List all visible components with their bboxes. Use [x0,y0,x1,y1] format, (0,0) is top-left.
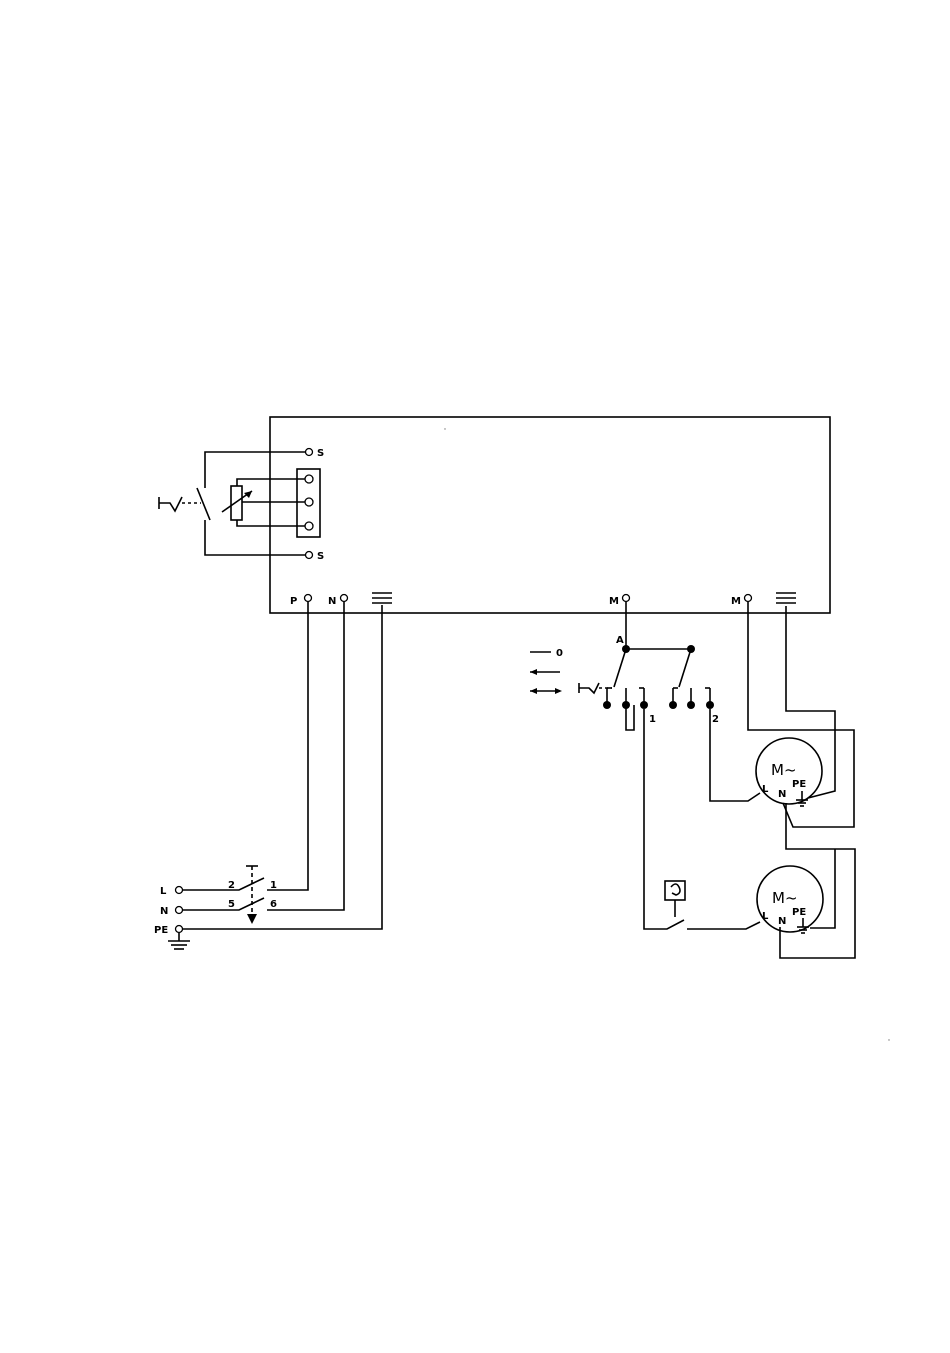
wire-earth-motor2 [810,849,835,928]
switch-contact-1: 1 [270,880,277,891]
switch-contact-5: 5 [228,899,235,910]
scan-speck [888,1039,889,1040]
connector-terminal-3 [305,522,313,530]
mains-n-label: N [160,906,168,917]
mains-n-terminal [176,907,183,914]
terminal-n [341,595,348,602]
control-unit-box [270,417,830,613]
motor-2-terminal-pe: PE [792,907,806,918]
main-switch [183,866,264,924]
terminal-p [305,595,312,602]
thermal-switch [665,881,685,917]
terminal-s-bottom-label: S [317,551,324,562]
wire-selector1-motor2-l [644,709,760,929]
scan-speck [444,428,445,429]
selector-actuator [579,649,691,693]
wire-pe [183,605,382,929]
wire-p [267,602,308,890]
selector-position-off: 0 [556,648,563,659]
terminal-s-top [306,449,313,456]
selector-output-1: 1 [649,714,656,725]
terminal-m1-label: M [609,596,619,607]
wire-n [267,602,344,910]
motor-2: M~ L N PE [757,866,823,933]
motor-1-symbol: M~ [771,761,797,779]
mains-pe-label: PE [154,925,168,936]
terminal-m2-label: M [731,596,741,607]
switch-contact-2: 2 [228,880,235,891]
terminal-m1 [623,595,630,602]
mains-l-label: L [160,886,167,897]
manual-switch [159,452,305,555]
mains-pe-terminal [176,926,183,933]
terminal-s-top-label: S [317,448,324,459]
mains-earth-symbol [168,933,190,949]
connector-terminal-2 [305,498,313,506]
earth-terminal-unit [372,593,392,603]
motor-1: M~ L N PE [756,738,822,806]
selector-contacts-2 [669,688,714,709]
earth-terminal-motor [776,593,796,603]
potentiometer [222,479,305,526]
mains-l-terminal [176,887,183,894]
terminal-p-label: P [290,596,297,607]
selector-node-a-label: A [616,635,624,646]
selector-output-2: 2 [712,714,719,725]
terminal-m2 [745,595,752,602]
terminal-n-label: N [328,596,336,607]
motor-1-terminal-n: N [778,789,786,800]
connector-terminal-1 [305,475,313,483]
selector-contacts-1 [603,688,648,730]
motor-2-terminal-n: N [778,916,786,927]
motor-1-terminal-l: L [762,784,769,795]
motor-2-terminal-l: L [762,911,769,922]
motor-2-symbol: M~ [772,889,798,907]
motor-1-terminal-pe: PE [792,779,806,790]
terminal-s-bottom [306,552,313,559]
switch-contact-6: 6 [270,899,277,910]
